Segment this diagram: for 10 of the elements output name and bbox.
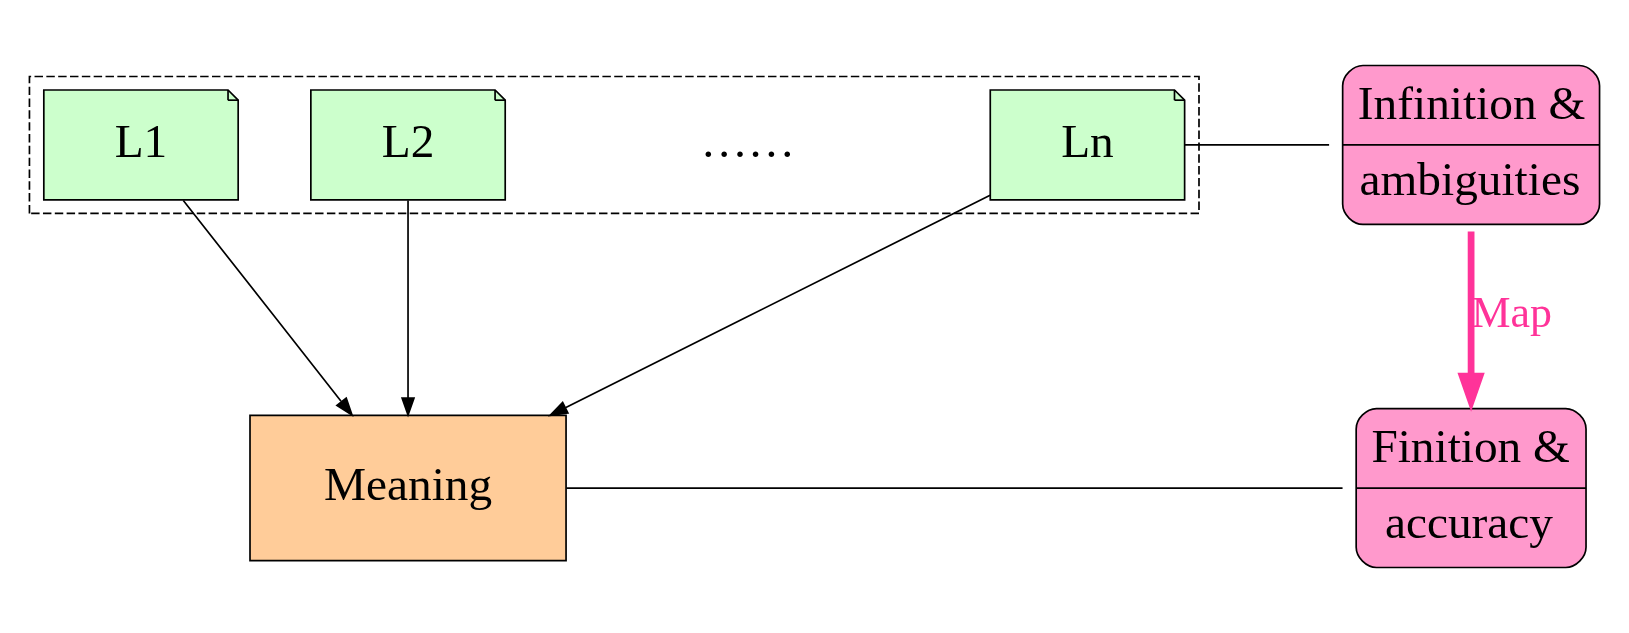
connector bbox=[1184, 144, 1330, 146]
cluster bbox=[28, 75, 1200, 215]
arrow bbox=[400, 199, 416, 418]
edge-label: Map bbox=[1471, 288, 1552, 338]
connector bbox=[565, 487, 1344, 489]
arrow bbox=[182, 199, 354, 418]
arrow bbox=[1457, 231, 1485, 412]
label: …… bbox=[700, 114, 796, 167]
arrow bbox=[547, 194, 991, 417]
node-box: Meaning bbox=[249, 414, 567, 562]
